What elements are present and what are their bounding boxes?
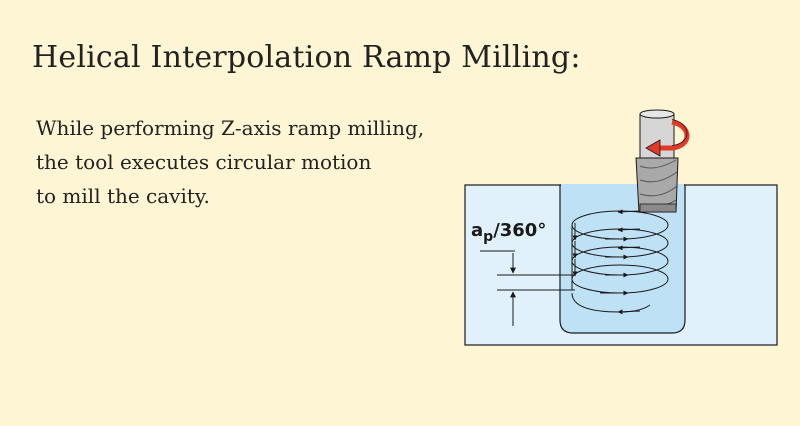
description-line-1: While performing Z-axis ramp milling, — [36, 116, 425, 140]
pitch-label-rest: /360° — [493, 220, 546, 241]
helical-milling-diagram: ap/360° — [464, 109, 778, 346]
tool-icon — [635, 109, 679, 213]
pitch-dimension — [480, 250, 575, 326]
pitch-label: ap/360° — [471, 220, 546, 245]
cavity — [559, 184, 686, 334]
description-line-3: to mill the cavity. — [36, 184, 210, 208]
helix-path-icon — [571, 209, 669, 315]
description: While performing Z-axis ramp milling, th… — [36, 111, 424, 213]
rotation-arrow-icon — [645, 119, 690, 157]
description-line-2: the tool executes circular motion — [36, 150, 372, 174]
page-title: Helical Interpolation Ramp Milling: — [32, 40, 581, 75]
pitch-label-subscript: p — [483, 229, 493, 245]
pitch-label-base: a — [471, 220, 483, 241]
